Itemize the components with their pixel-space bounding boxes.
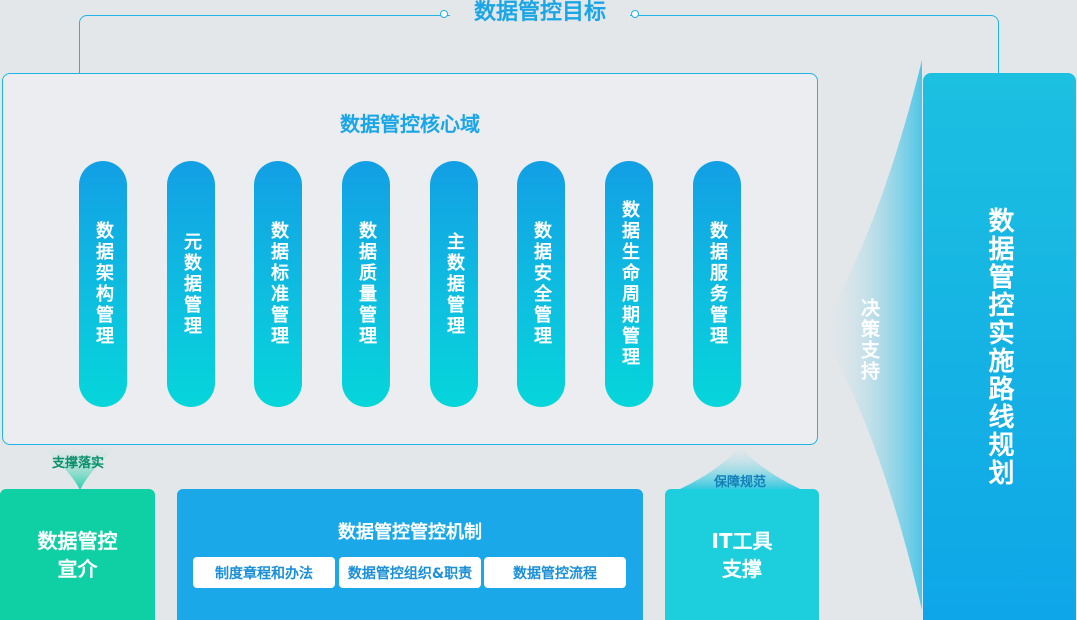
mechanism-title: 数据管控管控机制 <box>338 522 482 543</box>
domain-label: 数据安全管理 <box>531 221 552 347</box>
domain-label: 数据生命周期管理 <box>619 200 640 368</box>
roadmap-panel: 数据管控实施路线规划 <box>923 73 1076 620</box>
roadmap-title: 数据管控实施路线规划 <box>984 206 1014 487</box>
domain-label: 主数据管理 <box>444 231 465 337</box>
mechanism-item-rules: 制度章程和办法 <box>193 557 335 588</box>
domain-label: 数据架构管理 <box>93 221 114 347</box>
domain-pill-lifecycle: 数据生命周期管理 <box>605 161 653 407</box>
promo-connector-label: 支撑落实 <box>51 456 104 471</box>
domain-label: 元数据管理 <box>181 231 202 337</box>
promo-line1: 数据管控 <box>37 528 118 553</box>
domain-label: 数据质量管理 <box>356 221 377 347</box>
it-tools-line2: 支撑 <box>722 556 762 581</box>
domain-pill-security: 数据安全管理 <box>517 161 565 407</box>
promo-box: 数据管控 宣介 <box>0 489 155 620</box>
decision-connector <box>820 60 922 610</box>
promo-line2: 宣介 <box>57 556 98 581</box>
mechanism-box: 数据管控管控机制 <box>177 489 643 620</box>
domain-pill-architecture: 数据架构管理 <box>79 161 127 407</box>
goal-frame-dot-left <box>440 10 448 18</box>
core-domain-title: 数据管控核心域 <box>340 112 480 136</box>
domain-pill-master-data: 主数据管理 <box>430 161 478 407</box>
domain-pill-standard: 数据标准管理 <box>254 161 302 407</box>
core-domain-box <box>2 73 818 445</box>
it-connector-label: 保障规范 <box>713 475 766 490</box>
domain-label: 数据服务管理 <box>707 221 728 347</box>
goal-title: 数据管控目标 <box>450 0 630 30</box>
it-connector <box>680 446 800 489</box>
it-tools-line1: IT工具 <box>711 528 773 553</box>
mechanism-item-organization: 数据管控组织&职责 <box>339 557 481 588</box>
domain-label: 数据标准管理 <box>268 221 289 347</box>
domain-pill-quality: 数据质量管理 <box>342 161 390 407</box>
decision-support-label: 决策支持 <box>858 298 880 382</box>
goal-frame-dot-right <box>631 10 639 18</box>
domain-pill-service: 数据服务管理 <box>693 161 741 407</box>
it-tools-box: IT工具 支撑 <box>665 489 819 620</box>
mechanism-item-process: 数据管控流程 <box>484 557 626 588</box>
promo-connector <box>40 446 118 490</box>
domain-pill-metadata: 元数据管理 <box>167 161 215 407</box>
